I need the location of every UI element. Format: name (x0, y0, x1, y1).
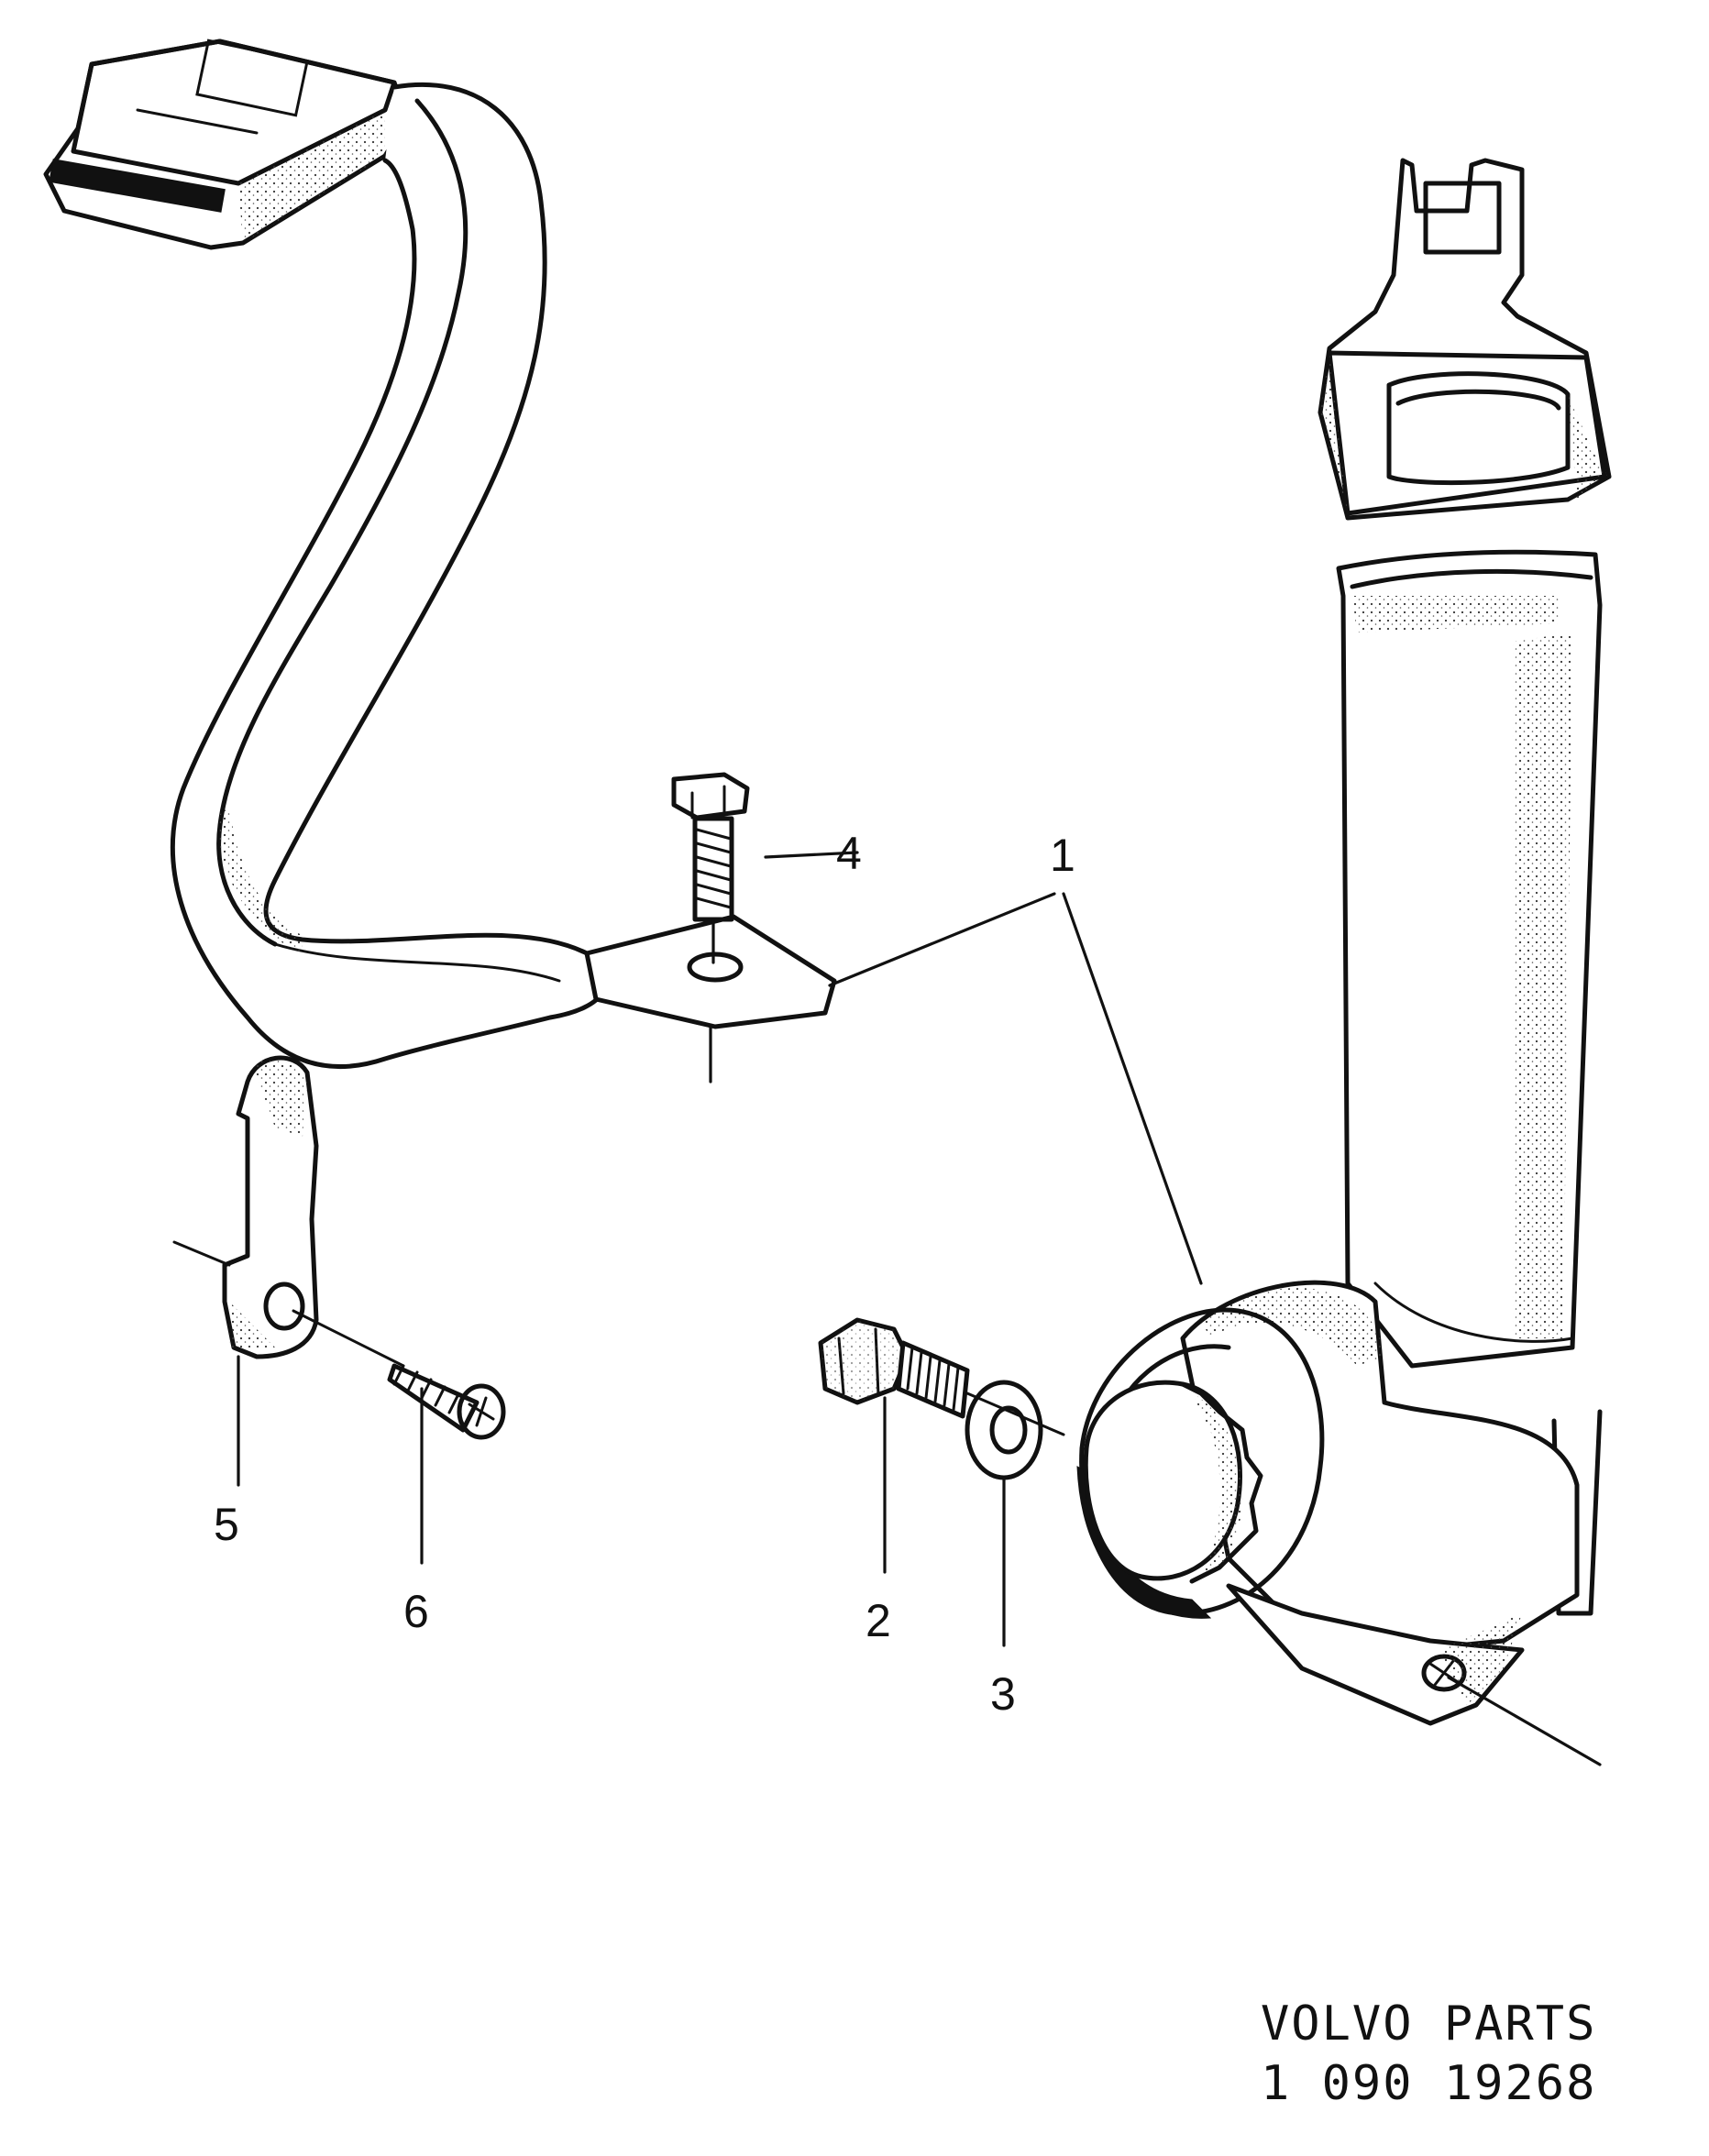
callout-2: 2 (866, 1595, 891, 1646)
bracket-5 (172, 1055, 319, 1487)
callout-5: 5 (214, 1499, 239, 1550)
callout-6: 6 (403, 1586, 429, 1637)
callout-4: 4 (836, 828, 862, 879)
retractor-housing (1076, 1280, 1580, 1726)
belt-webbing (171, 82, 609, 1070)
anchor-plate (584, 914, 837, 1084)
callout-1-leaders (764, 851, 1602, 1766)
footer-brand: VOLVO PARTS (1261, 1996, 1596, 2052)
washer-3 (965, 1380, 1043, 1647)
callout-1: 1 (1050, 830, 1075, 881)
retractor-knob (1083, 1380, 1263, 1584)
retractor-tongue (1318, 158, 1612, 521)
buckle-tongue (43, 38, 411, 250)
bolt-2 (818, 1317, 1065, 1574)
retractor-strap (1336, 549, 1603, 1616)
footer-part-number: 1 090 19268 (1261, 2056, 1596, 2111)
bolt-4 (671, 772, 750, 964)
callout-3: 3 (990, 1668, 1016, 1720)
screw-6 (292, 1309, 506, 1565)
